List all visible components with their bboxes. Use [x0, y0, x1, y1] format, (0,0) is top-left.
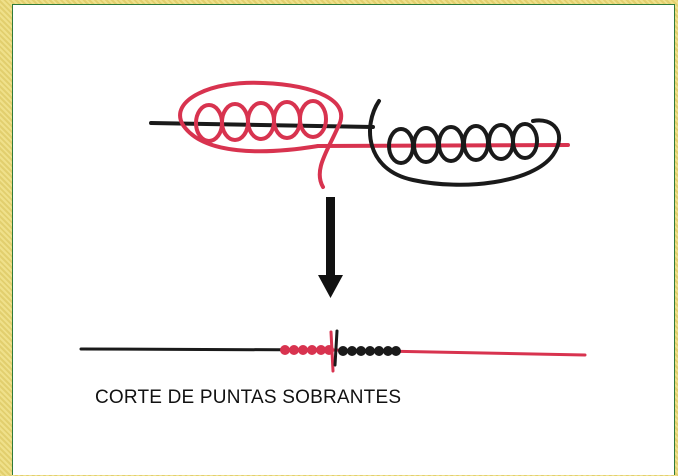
diagram-caption: CORTE DE PUNTAS SOBRANTES	[95, 387, 402, 408]
black-strand	[149, 121, 375, 129]
black-wraps	[387, 122, 539, 165]
black-trimmed-end	[333, 329, 339, 367]
red-strand	[316, 143, 570, 148]
red-coil	[178, 80, 344, 189]
down-arrow-icon	[318, 197, 343, 298]
illustration-panel: CORTE DE PUNTAS SOBRANTES	[12, 4, 675, 475]
black-tight-wraps	[338, 346, 401, 356]
knot-before-tightening	[149, 80, 570, 189]
knot-after-tightening	[79, 329, 587, 373]
red-tight-wraps	[280, 345, 334, 355]
knot-diagram	[79, 80, 587, 373]
red-wraps	[194, 99, 328, 143]
red-trimmed-end	[329, 330, 335, 373]
black-coil	[368, 99, 561, 187]
